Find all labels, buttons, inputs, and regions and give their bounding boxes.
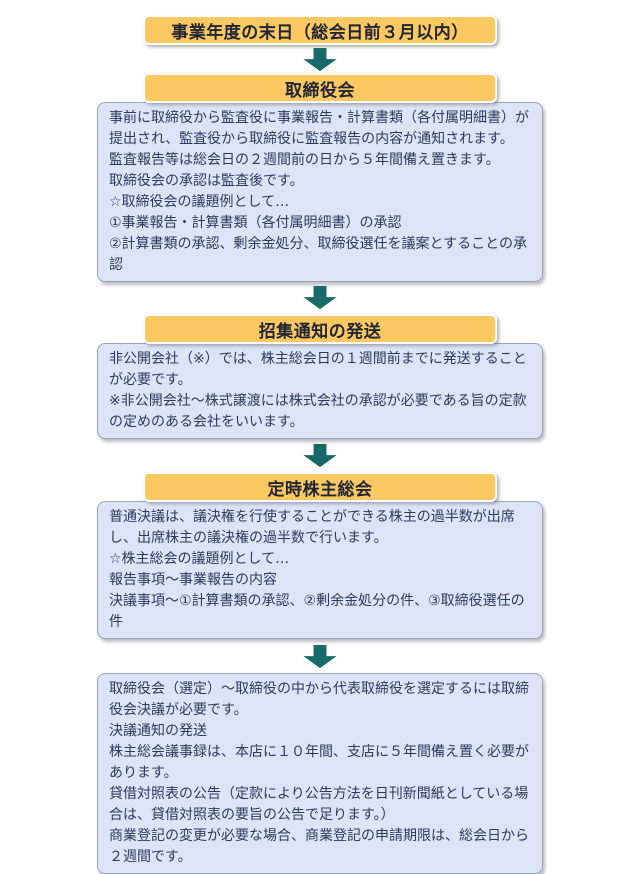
detail-paragraph: 決議事項〜①計算書類の承認、②剰余金処分の件、③取締役選任の件 — [109, 593, 525, 630]
detail-paragraph: 取締役会の承認は監査後です。 — [109, 173, 304, 189]
detail-paragraph: 普通決議は、議決権を行使することができる株主の過半数が出席し、出席株主の議決権の… — [109, 509, 515, 546]
detail-paragraph: ①事業報告・計算書類（各付属明細書）の承認 — [109, 215, 402, 231]
down-arrow-icon — [303, 48, 337, 72]
detail-paragraph: 監査報告等は総会日の２週間前の日から５年間備え置きます。 — [109, 152, 500, 168]
stage-box-fiscal-year-end: 事業年度の末日（総会日前３月以内） — [143, 15, 497, 45]
post-meeting-detail-box: 取締役会（選定）〜取締役の中から代表取締役を選定するには取締役会決議が必要です。… — [97, 673, 543, 874]
board-meeting-detail-box: 事前に取締役から監査役に事業報告・計算書類（各付属明細書）が提出され、監査役から… — [97, 102, 543, 282]
stage-box-notice-dispatch: 招集通知の発送 — [143, 314, 497, 344]
detail-paragraph: 貸借対照表の公告（定款により公告方法を日刊新聞紙としている場合は、貸借対照表の要… — [109, 786, 529, 823]
detail-paragraph: 報告事項〜事業報告の内容 — [109, 572, 277, 588]
annual-general-meeting-detail-box: 普通決議は、議決権を行使することができる株主の過半数が出席し、出席株主の議決権の… — [97, 501, 543, 639]
detail-paragraph: ②計算書類の承認、剰余金処分、取締役選任を議案とすることの承認 — [109, 236, 527, 273]
stage-box-annual-general-meeting: 定時株主総会 — [143, 472, 497, 502]
detail-paragraph: 事前に取締役から監査役に事業報告・計算書類（各付属明細書）が提出され、監査役から… — [109, 110, 529, 147]
notice-dispatch-detail-box: 非公開会社（※）では、株主総会日の１週間前までに発送することが必要です。 ※非公… — [97, 343, 543, 439]
down-arrow-icon — [303, 444, 337, 468]
detail-paragraph: 決議通知の発送 — [109, 723, 207, 739]
stage-label-fiscal-year-end: 事業年度の末日（総会日前３月以内） — [171, 22, 469, 43]
detail-paragraph: 非公開会社（※）では、株主総会日の１週間前までに発送することが必要です。 — [109, 351, 527, 388]
detail-paragraph: ☆株主総会の議題例として… — [109, 551, 290, 567]
down-arrow-icon — [303, 645, 337, 669]
stage-label-board-meeting: 取締役会 — [285, 80, 355, 101]
stage-label-annual-general-meeting: 定時株主総会 — [267, 479, 373, 500]
stage-label-notice-dispatch: 招集通知の発送 — [258, 321, 382, 342]
detail-paragraph: 商業登記の変更が必要な場合、商業登記の申請期限は、総会日から２週間です。 — [109, 828, 529, 865]
detail-paragraph: ※非公開会社〜株式譲渡には株式会社の承認が必要である旨の定款の定めのある会社をい… — [109, 393, 527, 430]
detail-paragraph: 取締役会（選定）〜取締役の中から代表取締役を選定するには取締役会決議が必要です。 — [109, 681, 529, 718]
down-arrow-icon — [303, 286, 337, 310]
detail-paragraph: 株主総会議事録は、本店に１０年間、支店に５年間備え置く必要があります。 — [109, 744, 529, 781]
stage-box-board-meeting: 取締役会 — [143, 73, 497, 103]
detail-paragraph: ☆取締役会の議題例として… — [109, 194, 290, 210]
